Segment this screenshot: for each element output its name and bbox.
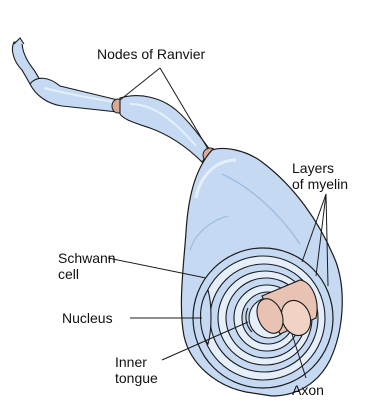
label-inner-tongue: Inner tongue <box>115 354 158 386</box>
label-layers-of-myelin: Layers of myelin <box>292 160 348 192</box>
label-nucleus: Nucleus <box>62 310 113 326</box>
label-schwann-cell: Schwann cell <box>58 250 116 282</box>
label-nodes-of-ranvier: Nodes of Ranvier <box>97 46 205 62</box>
label-axon: Axon <box>292 382 324 398</box>
